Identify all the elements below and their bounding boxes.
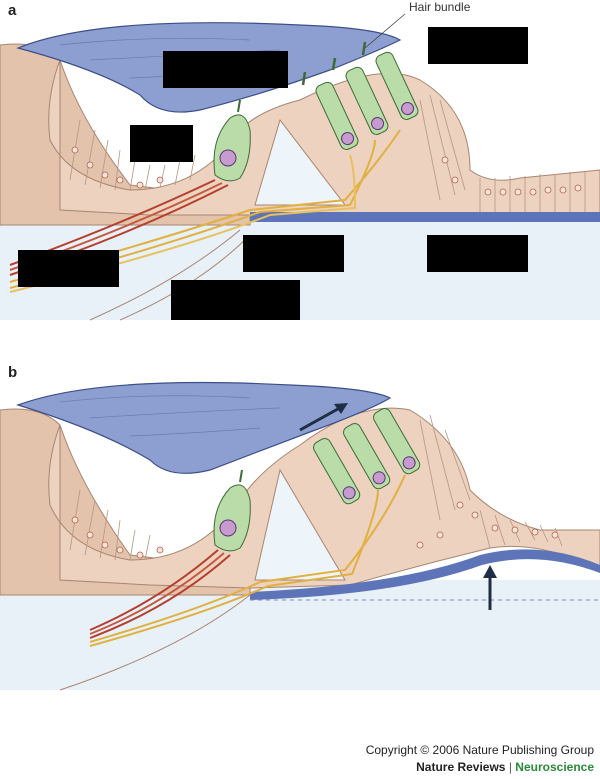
copyright-text: Copyright © 2006 Nature Publishing Group [365,743,594,757]
journal-section: Neuroscience [515,760,594,774]
redacted-label-1 [163,51,288,88]
redacted-label-7 [171,280,300,320]
tunnel-of-corti [254,468,346,581]
tectorial-membrane [16,381,392,474]
basilar-membrane [250,212,600,222]
motion-arrows [299,403,497,610]
redacted-label-2 [428,27,528,64]
journal-name: Nature Reviews [416,760,506,774]
redacted-label-6 [427,235,528,272]
redacted-label-5 [243,235,344,272]
cell-nuclei [71,146,582,196]
panel-b: b [0,360,600,700]
organ-of-corti-tissue [48,59,600,216]
panel-a: a Hair bundle [0,0,600,340]
hair-bundle-label: Hair bundle [409,0,471,14]
panel-letter-b: b [8,364,18,381]
inner-hair-cell [213,99,251,182]
cochlea-diagram-b [0,381,600,691]
journal-line: Nature Reviews | Neuroscience [366,759,594,776]
hair-bundle-leader [364,13,406,49]
tectorial-shear-arrow [299,403,346,432]
redacted-label-4 [18,250,119,287]
journal-separator: | [508,760,512,774]
supporting-cells [69,94,586,212]
redacted-label-3 [130,125,193,162]
outer-hair-cells [301,41,419,150]
panel-letter-a: a [8,2,17,19]
organ-of-corti-tissue [48,407,600,589]
copyright-footer: Copyright © 2006 Nature Publishing Group… [366,742,594,776]
basilar-membrane [250,549,600,600]
